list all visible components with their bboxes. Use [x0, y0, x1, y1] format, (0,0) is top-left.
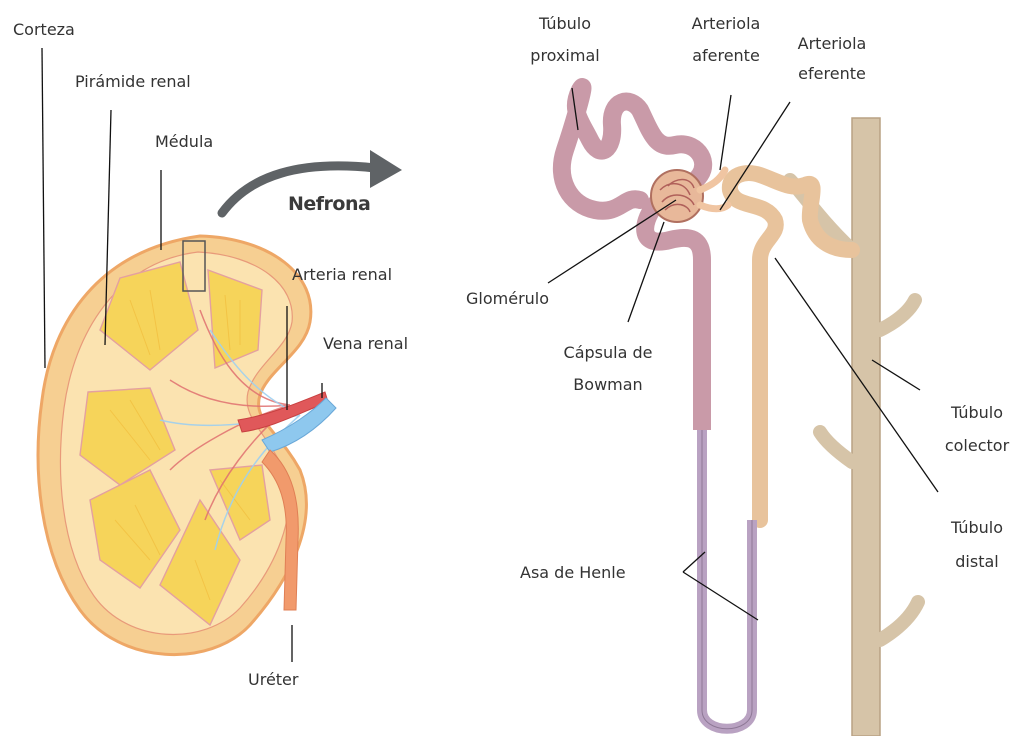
label-arteriola-eferente-2: eferente — [782, 64, 882, 84]
bowman-capsule — [651, 170, 703, 222]
label-tubulo-distal-2: distal — [932, 552, 1022, 572]
label-piramide-renal: Pirámide renal — [75, 72, 191, 92]
label-tubulo-proximal-2: proximal — [515, 46, 615, 66]
label-capsula-2: Bowman — [553, 375, 663, 395]
nephron-illustration — [562, 87, 918, 736]
label-arteriola-eferente-1: Arteriola — [782, 34, 882, 54]
label-ureter: Uréter — [248, 670, 298, 690]
curved-arrow-head — [370, 150, 402, 188]
kidney-illustration — [38, 236, 336, 655]
leader-corteza — [42, 48, 45, 368]
leader-aferente — [720, 95, 731, 170]
label-capsula-1: Cápsula de — [553, 343, 663, 363]
label-tubulo-colector-2: colector — [932, 436, 1022, 456]
label-vena-renal: Vena renal — [323, 334, 408, 354]
label-medula: Médula — [155, 132, 213, 152]
label-arteriola-aferente-1: Arteriola — [676, 14, 776, 34]
label-nefrona: Nefrona — [288, 193, 370, 215]
label-tubulo-proximal-1: Túbulo — [515, 14, 615, 34]
label-tubulo-colector-1: Túbulo — [932, 403, 1022, 423]
label-glomerulo: Glomérulo — [466, 289, 549, 309]
label-tubulo-distal-1: Túbulo — [932, 518, 1022, 538]
label-corteza: Corteza — [13, 20, 75, 40]
henle-loop — [702, 430, 752, 729]
label-asa-henle: Asa de Henle — [520, 563, 626, 583]
label-arteria-renal: Arteria renal — [292, 265, 392, 285]
leader-eferente — [720, 102, 790, 210]
label-arteriola-aferente-2: aferente — [676, 46, 776, 66]
leader-henle-b — [683, 572, 758, 620]
efferent-arteriole — [700, 205, 728, 209]
